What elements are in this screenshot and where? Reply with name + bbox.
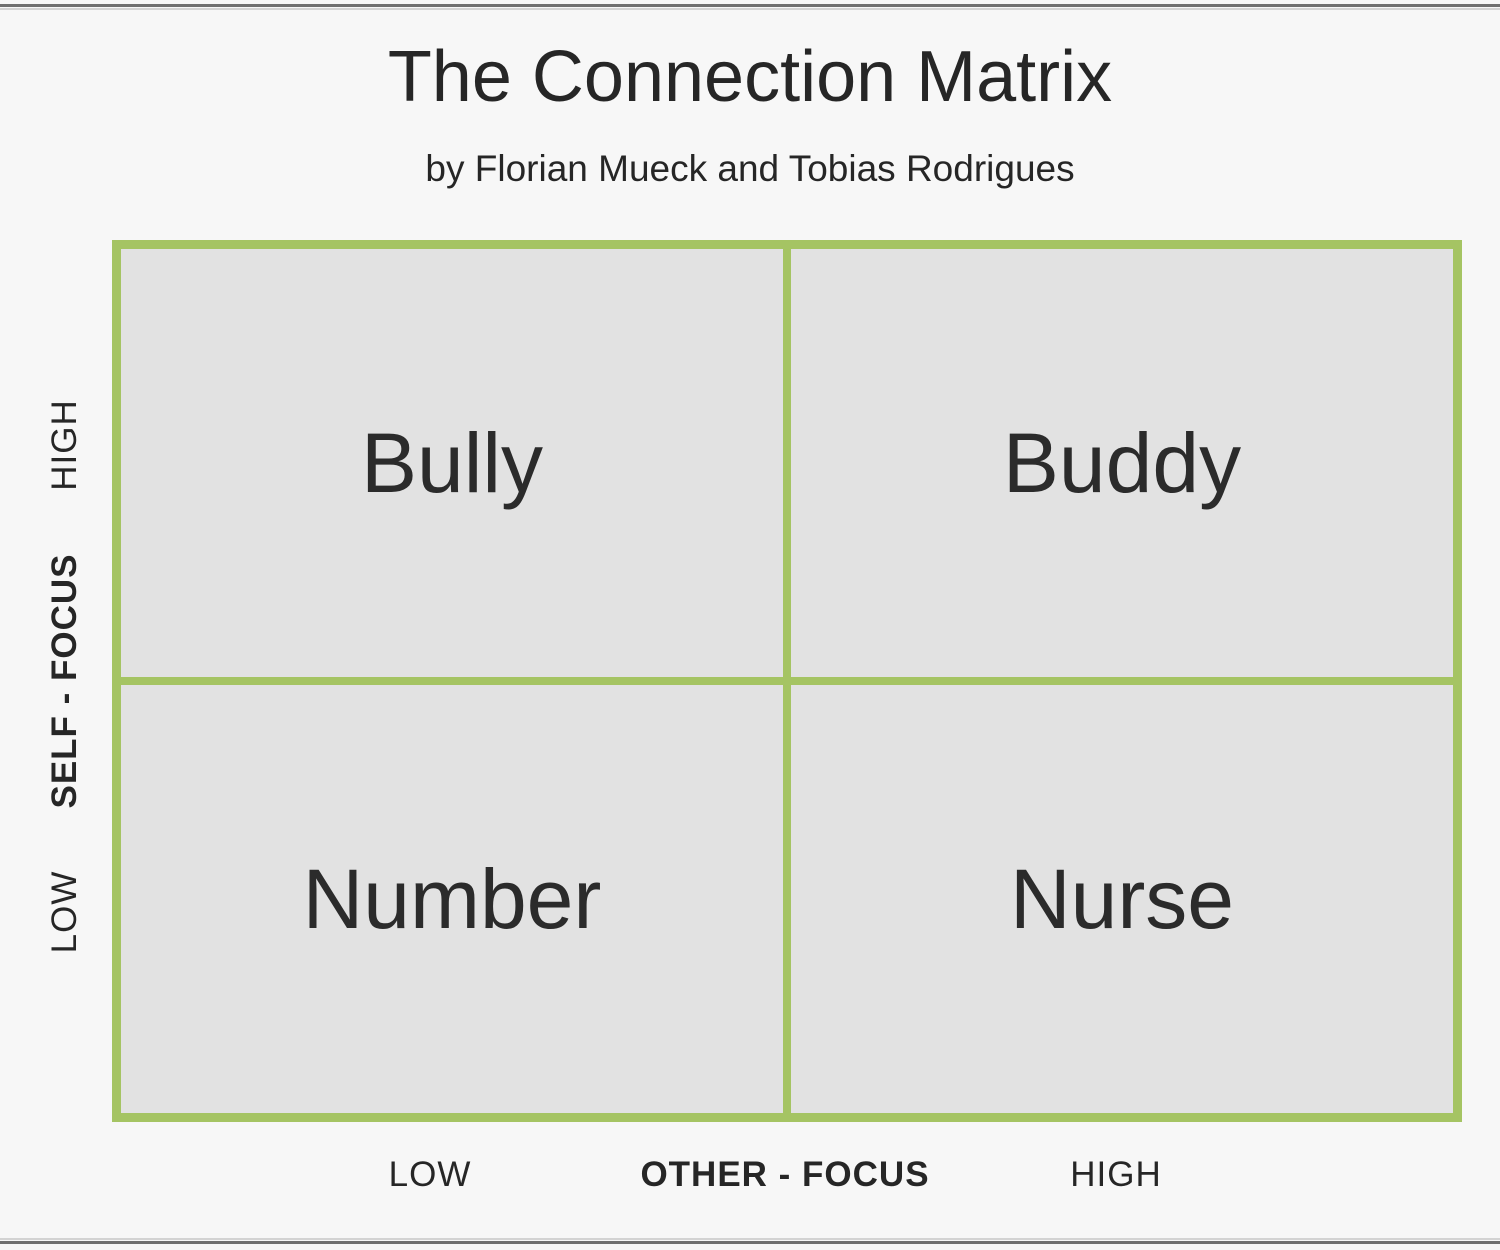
quadrant-top-left[interactable]: Bully (121, 249, 783, 677)
x-axis-title: OTHER - FOCUS (640, 1155, 930, 1194)
quadrant-top-right[interactable]: Buddy (791, 249, 1453, 677)
quadrant-label-bully: Bully (360, 416, 544, 510)
page-title: The Connection Matrix (387, 37, 1113, 117)
y-axis-title: SELF - FOCUS (45, 553, 84, 809)
quadrant-bottom-left[interactable]: Number (121, 685, 783, 1113)
y-axis-tick-low: LOW (45, 870, 84, 954)
matrix-grid: Bully Buddy Number Nurse (112, 240, 1462, 1122)
x-axis: LOW OTHER - FOCUS HIGH (112, 1155, 1462, 1215)
quadrant-label-nurse: Nurse (1009, 852, 1235, 946)
quadrant-bottom-right[interactable]: Nurse (791, 685, 1453, 1113)
x-axis-tick-high: HIGH (1070, 1155, 1162, 1194)
y-axis: HIGH SELF - FOCUS LOW (28, 240, 102, 1122)
y-axis-tick-high: HIGH (45, 399, 84, 491)
slide-bottom-rule (0, 1241, 1500, 1244)
quadrant-label-buddy: Buddy (1002, 416, 1242, 510)
quadrant-label-number: Number (302, 852, 602, 946)
x-axis-tick-low: LOW (388, 1155, 472, 1194)
slide-bottom-rule-soft (0, 1238, 1500, 1240)
slide-top-rule-soft (0, 8, 1500, 10)
page-subtitle: by Florian Mueck and Tobias Rodrigues (425, 148, 1075, 189)
slide-top-rule (0, 4, 1500, 7)
